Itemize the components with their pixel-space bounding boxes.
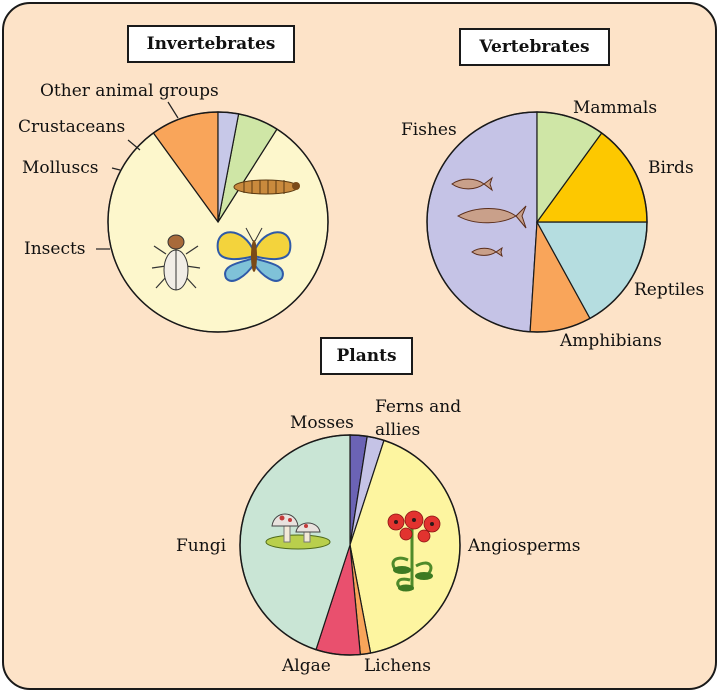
label-mammals: Mammals bbox=[573, 98, 658, 118]
title-vertebrates: Vertebrates bbox=[459, 28, 610, 66]
label-reptiles: Reptiles bbox=[634, 280, 705, 300]
label-amphibians: Amphibians bbox=[560, 331, 662, 351]
mushroom-icon bbox=[265, 513, 331, 550]
label-fungi: Fungi bbox=[176, 536, 227, 556]
label-lichens: Lichens bbox=[364, 656, 431, 676]
pie-invertebrates bbox=[107, 111, 329, 333]
pie-outline bbox=[239, 434, 461, 656]
pie-outline bbox=[426, 111, 648, 333]
caterpillar-icon bbox=[233, 179, 300, 195]
label-ferns-line2: allies bbox=[375, 420, 421, 440]
label-mosses: Mosses bbox=[290, 413, 354, 433]
label-insects: Insects bbox=[24, 239, 86, 259]
title-invertebrates: Invertebrates bbox=[127, 25, 295, 63]
label-algae: Algae bbox=[282, 656, 331, 676]
label-angiosperms: Angiosperms bbox=[468, 536, 581, 556]
title-plants: Plants bbox=[320, 337, 413, 375]
fish-icon bbox=[451, 176, 527, 258]
label-other-animal-groups: Other animal groups bbox=[40, 81, 219, 101]
poppy-flower-icon bbox=[387, 510, 441, 592]
label-molluscs: Molluscs bbox=[22, 158, 99, 178]
label-fishes: Fishes bbox=[401, 120, 457, 140]
label-birds: Birds bbox=[648, 158, 694, 178]
pie-vertebrates bbox=[426, 111, 648, 333]
label-crustaceans: Crustaceans bbox=[18, 117, 126, 137]
label-ferns-line1: Ferns and bbox=[375, 397, 462, 417]
leader-lines bbox=[96, 101, 179, 250]
beetle-icon bbox=[151, 234, 201, 291]
butterfly-icon bbox=[216, 227, 292, 282]
pie-outline bbox=[107, 111, 329, 333]
